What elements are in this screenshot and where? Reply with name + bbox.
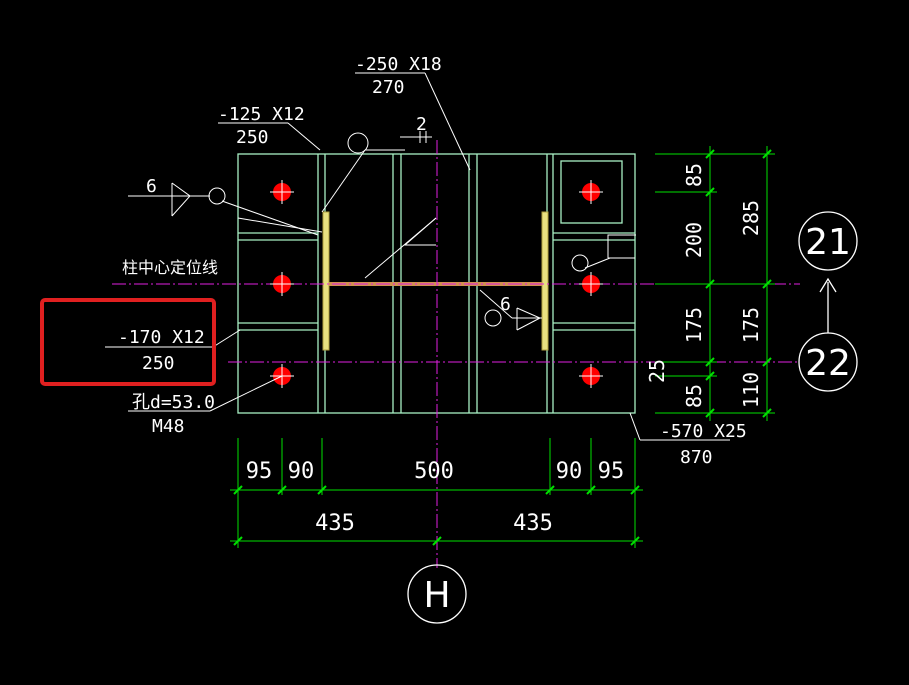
axis-bubble-21 — [798, 211, 858, 271]
label-base-plate: -570 X25 — [660, 421, 747, 442]
dim-435-left: 435 — [315, 511, 355, 536]
right-flange — [541, 211, 549, 351]
washer-plate — [560, 160, 623, 224]
axis-label-H: H — [423, 575, 450, 616]
annotation-text: -250 X18 270 -125 X12 250 2 6 6 柱中心定位线 -… — [118, 54, 747, 468]
dim-175-inner: 175 — [682, 307, 706, 343]
dim-85-top: 85 — [682, 163, 706, 187]
dim-285: 285 — [739, 200, 763, 236]
label-centerline: 柱中心定位线 — [122, 258, 218, 277]
column-section — [322, 211, 549, 351]
column-web — [329, 282, 542, 286]
axis-label-21: 21 — [805, 222, 851, 263]
dimension-ticks — [233, 149, 772, 546]
label-plate-top-len: 270 — [372, 77, 405, 98]
label-bolt: M48 — [152, 416, 185, 437]
axis-bubble-text: 21 22 H — [423, 222, 850, 616]
dim-90-right: 90 — [556, 459, 583, 484]
dim-500: 500 — [414, 459, 454, 484]
left-flange — [322, 211, 330, 351]
dim-95-right: 95 — [598, 459, 625, 484]
label-base-plate-len: 870 — [680, 447, 713, 468]
label-plate-left: -125 X12 — [218, 104, 305, 125]
bolt-crosshairs — [270, 180, 603, 388]
dim-200: 200 — [682, 222, 706, 258]
highlight-box — [40, 298, 216, 386]
dim-175-outer: 175 — [739, 307, 763, 343]
label-hole: 孔d=53.0 — [132, 392, 215, 413]
leaders — [105, 72, 730, 441]
label-weld-right: 6 — [500, 294, 511, 315]
label-stiffener-len: 250 — [142, 353, 175, 374]
axis-bubbles — [407, 211, 858, 624]
dim-435-right: 435 — [513, 511, 553, 536]
dimensions — [230, 146, 775, 548]
dim-25: 25 — [645, 359, 669, 383]
label-plate-left-len: 250 — [236, 127, 269, 148]
right-dim-text: 85 200 175 85 285 175 110 25 — [645, 163, 763, 408]
label-gap: 2 — [416, 114, 427, 135]
bottom-dim-text: 95 90 500 90 95 435 435 — [246, 459, 625, 536]
label-plate-top: -250 X18 — [355, 54, 442, 75]
dim-85-bottom: 85 — [682, 384, 706, 408]
axis-label-22: 22 — [805, 343, 851, 384]
label-weld-left: 6 — [146, 176, 157, 197]
dim-95-left: 95 — [246, 459, 273, 484]
label-stiffener: -170 X12 — [118, 327, 205, 348]
dim-110: 110 — [739, 372, 763, 408]
dim-90-left: 90 — [288, 459, 315, 484]
axis-bubble-H — [407, 564, 467, 624]
